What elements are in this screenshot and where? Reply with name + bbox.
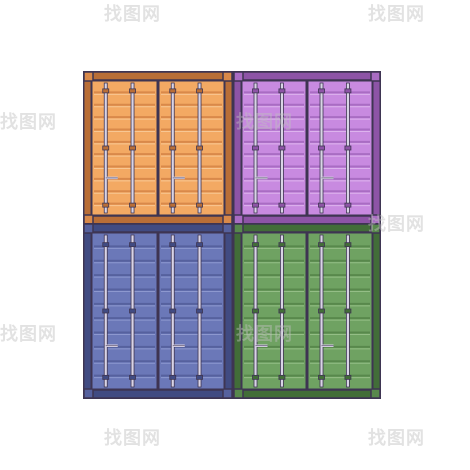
corner-casting <box>233 223 244 234</box>
bottom-rail <box>233 389 381 399</box>
left-post <box>83 79 92 217</box>
rod-guide <box>278 202 286 208</box>
rod-guide <box>102 242 110 248</box>
right-door <box>158 80 225 216</box>
right-post <box>372 231 381 391</box>
rod-guide <box>129 202 136 208</box>
left-post <box>233 231 242 391</box>
rod-guide <box>196 202 203 208</box>
rod-guide <box>318 202 325 208</box>
rod-guide <box>129 242 136 248</box>
corner-casting <box>83 388 94 399</box>
corner-casting <box>233 71 244 82</box>
left-door <box>241 80 307 216</box>
left-post <box>83 231 92 391</box>
rod-guide <box>169 145 177 151</box>
rod-guide <box>344 145 352 151</box>
right-door <box>158 232 225 390</box>
container-purple <box>233 71 381 225</box>
rod-guide <box>318 242 325 248</box>
right-post <box>372 79 381 217</box>
rod-guide <box>344 242 352 248</box>
corner-casting <box>370 71 381 82</box>
right-door <box>307 232 373 390</box>
left-door <box>91 80 158 216</box>
rod-guide <box>196 88 203 94</box>
rod-guide <box>344 88 352 94</box>
left-door <box>91 232 158 390</box>
corner-casting <box>370 214 381 225</box>
rod-guide <box>102 308 110 314</box>
rod-guide <box>252 202 259 208</box>
rod-guide <box>252 308 259 314</box>
top-rail <box>83 223 233 233</box>
rod-guide <box>252 88 259 94</box>
corner-casting <box>233 214 244 225</box>
rod-guide <box>169 374 177 380</box>
rod-guide <box>129 374 136 380</box>
rod-guide <box>196 242 203 248</box>
rod-guide <box>278 308 286 314</box>
rod-guide <box>169 88 177 94</box>
rod-guide <box>102 202 110 208</box>
container-green <box>233 223 381 399</box>
rod-guide <box>344 374 352 380</box>
rod-guide <box>318 88 325 94</box>
container-blue <box>83 223 233 399</box>
top-rail <box>233 223 381 233</box>
corner-casting <box>83 223 94 234</box>
rod-guide <box>169 202 177 208</box>
rod-guide <box>344 202 352 208</box>
corner-casting <box>370 388 381 399</box>
rod-guide <box>318 308 325 314</box>
corner-casting <box>83 71 94 82</box>
rod-guide <box>129 88 136 94</box>
rod-guide <box>318 145 325 151</box>
rod-guide <box>252 145 259 151</box>
corner-casting <box>370 223 381 234</box>
right-post <box>224 231 233 391</box>
corner-casting <box>222 388 233 399</box>
left-post <box>233 79 242 217</box>
rod-guide <box>344 308 352 314</box>
right-post <box>224 79 233 217</box>
rod-guide <box>169 242 177 248</box>
rod-guide <box>196 145 203 151</box>
rod-guide <box>318 374 325 380</box>
rod-guide <box>278 242 286 248</box>
corner-casting <box>222 214 233 225</box>
rod-guide <box>102 88 110 94</box>
rod-guide <box>129 308 136 314</box>
right-door <box>307 80 373 216</box>
bottom-rail <box>83 389 233 399</box>
rod-guide <box>196 308 203 314</box>
corner-casting <box>233 388 244 399</box>
corner-casting <box>222 223 233 234</box>
left-door <box>241 232 307 390</box>
top-rail <box>233 71 381 81</box>
bottom-rail <box>83 215 233 225</box>
rod-guide <box>252 242 259 248</box>
top-rail <box>83 71 233 81</box>
rod-guide <box>102 374 110 380</box>
rod-guide <box>252 374 259 380</box>
rod-guide <box>169 308 177 314</box>
rod-guide <box>278 374 286 380</box>
bottom-rail <box>233 215 381 225</box>
corner-casting <box>222 71 233 82</box>
rod-guide <box>278 145 286 151</box>
rod-guide <box>278 88 286 94</box>
corner-casting <box>83 214 94 225</box>
rod-guide <box>129 145 136 151</box>
container-orange <box>83 71 233 225</box>
rod-guide <box>196 374 203 380</box>
rod-guide <box>102 145 110 151</box>
